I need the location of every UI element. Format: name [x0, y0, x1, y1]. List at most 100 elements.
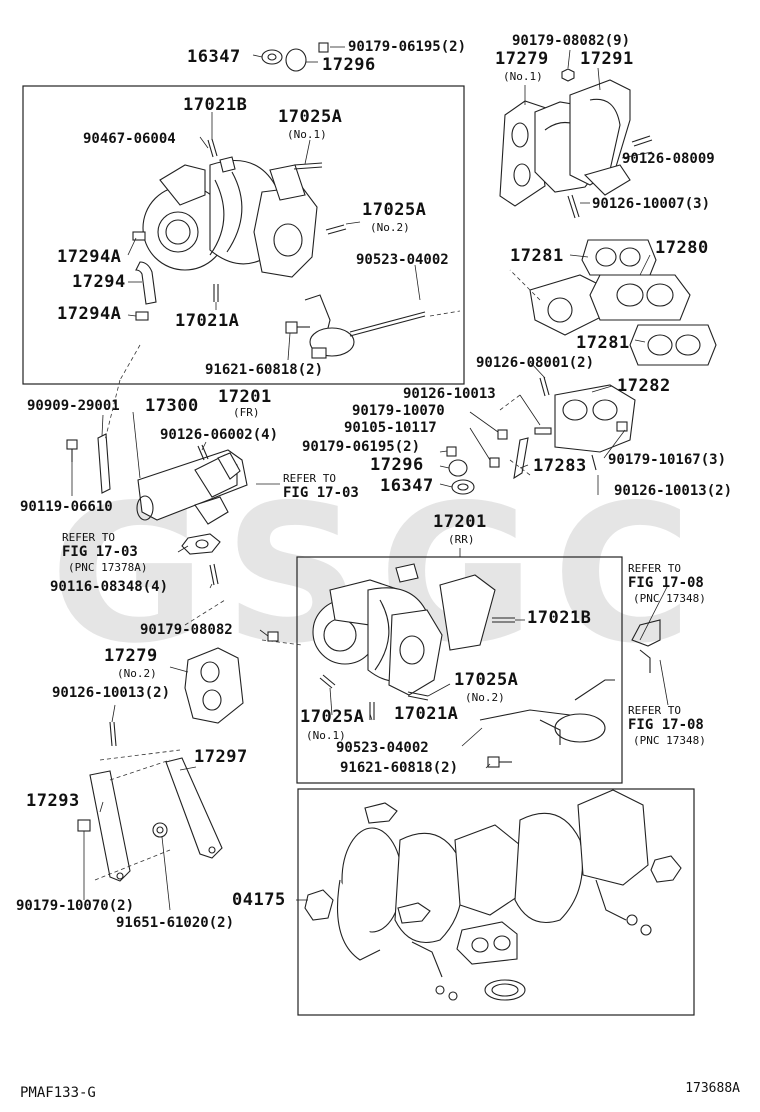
label-91651-61020-2: 91651-61020(2) [116, 915, 234, 931]
ref-17-03-b-pnc: (PNC 17378A) [68, 561, 147, 574]
ref-17-08-a-pnc: (PNC 17348) [633, 592, 706, 605]
label-90179-06195-top: 90179-06195(2) [348, 39, 466, 55]
actuator-fr [304, 294, 426, 359]
stud-17025a-no2-fr [325, 224, 347, 235]
label-90119-06610: 90119-06610 [20, 499, 113, 515]
actuator-rr [479, 679, 615, 768]
gasket-ref-17378a [181, 533, 221, 555]
label-90523-04002-fr: 90523-04002 [356, 252, 449, 268]
gasket-17281-a [581, 239, 657, 276]
stud-17021a-fr [213, 284, 219, 302]
bolt-90179-10070-l [77, 819, 91, 832]
label-90179-06195-mid: 90179-06195(2) [302, 439, 420, 455]
label-17025a-no2-fr-note: (No.2) [370, 221, 410, 234]
label-17293: 17293 [26, 791, 80, 811]
label-90126-10013-2-r: 90126-10013(2) [614, 483, 732, 499]
label-90179-08082-9: 90179-08082(9) [512, 33, 630, 49]
stud-17021a-rr [369, 702, 375, 720]
ref-bracket-17348-a [631, 619, 661, 673]
flange-17280 [529, 274, 691, 336]
label-90126-10013-2-l: 90126-10013(2) [52, 685, 170, 701]
label-91621-60818-fr: 91621-60818(2) [205, 362, 323, 378]
label-17296-top: 17296 [322, 55, 376, 75]
kit-frame [297, 788, 695, 1016]
label-17291: 17291 [580, 49, 634, 69]
leader-lines [71, 46, 669, 911]
label-17294a-2: 17294A [57, 304, 121, 324]
exhaust-pipe-17291 [499, 79, 631, 207]
stud-17025a-no1-fr [293, 162, 323, 170]
label-17294: 17294 [72, 272, 126, 292]
label-90909-29001: 90909-29001 [27, 398, 120, 414]
label-17025a-no2-fr: 17025A [362, 200, 426, 220]
label-17300: 17300 [145, 396, 199, 416]
dash-guides [104, 269, 541, 646]
nut-90179-06195-top [318, 42, 329, 53]
label-17279-b: 17279 [104, 646, 158, 666]
label-90126-08009: 90126-08009 [622, 151, 715, 167]
label-90523-04002-rr: 90523-04002 [336, 740, 429, 756]
callout-labels: 16347 17296 90179-06195(2) 90179-08082(9… [16, 33, 732, 931]
gasket-16347-mid [451, 479, 475, 495]
lower-dash-guides [94, 749, 181, 881]
turbo-kit-04175 [304, 789, 682, 1001]
ring-17296-top [285, 48, 307, 72]
label-17025a-no2-rr-note: (No.2) [465, 691, 505, 704]
gasket-16347-top [261, 49, 283, 65]
label-17025a-no2-rr: 17025A [454, 670, 518, 690]
stud-17025a-no2-rr [407, 691, 429, 701]
label-90179-10070-2: 90179-10070(2) [16, 898, 134, 914]
ref-17-08-a-line1: REFER TO [628, 562, 681, 575]
label-17294a-1: 17294A [57, 247, 121, 267]
turbo-fr [142, 156, 318, 278]
label-17025a-no1-fr: 17025A [278, 107, 342, 127]
ref-17-03-a-line1: REFER TO [283, 472, 336, 485]
gasket-17281-b [629, 324, 717, 366]
label-90467-06004: 90467-06004 [83, 131, 176, 147]
label-17201-rr: 17201 [433, 512, 487, 532]
stud-90126-10013-l [109, 721, 117, 747]
footer-illustration-code: PMAF133-G [20, 1085, 96, 1101]
label-90116-08348-4: 90116-08348(4) [50, 579, 168, 595]
stud-90126-08001 [539, 376, 550, 397]
label-16347-mid: 16347 [380, 476, 434, 496]
label-16347-top: 16347 [187, 47, 241, 67]
label-17280: 17280 [655, 238, 709, 258]
ref-17-08-b-line1: REFER TO [628, 704, 681, 717]
stay-17293 [89, 770, 131, 882]
ref-17-08-a-line2: FIG 17-08 [628, 575, 704, 591]
stud-17021b-rr [492, 617, 515, 623]
label-04175: 04175 [232, 890, 286, 910]
label-90105-10117: 90105-10117 [344, 420, 437, 436]
label-17021b-fr: 17021B [183, 95, 247, 115]
label-90179-10070: 90179-10070 [352, 403, 445, 419]
label-17201-fr: 17201 [218, 387, 272, 407]
ref-17-03-a-line2: FIG 17-03 [283, 485, 359, 501]
bracket-90909-29001 [97, 433, 111, 494]
label-17279-a-note: (No.1) [503, 70, 543, 83]
label-17296-mid: 17296 [370, 455, 424, 475]
stud-17025a-no1-rr [319, 674, 336, 689]
label-17279-b-note: (No.2) [117, 667, 157, 680]
nut-90179-08082-top [561, 68, 575, 82]
stud-90126-10007 [567, 194, 580, 219]
label-90126-08001-2: 90126-08001(2) [476, 355, 594, 371]
ref-17-03-b-line2: FIG 17-03 [62, 544, 138, 560]
label-17025a-no1-fr-note: (No.1) [287, 128, 327, 141]
stud-90126-08009 [631, 135, 653, 147]
label-17282: 17282 [617, 376, 671, 396]
front-turbo-frame [22, 85, 465, 385]
label-17021a-rr: 17021A [394, 704, 458, 724]
nut-90179-08082-rr [267, 631, 279, 642]
stay-17297 [165, 757, 223, 859]
label-90126-10013: 90126-10013 [403, 386, 496, 402]
label-91621-60818-rr: 91621-60818(2) [340, 760, 458, 776]
label-17021b-rr: 17021B [527, 608, 591, 628]
label-17297: 17297 [194, 747, 248, 767]
bolt-90119-06610 [66, 439, 78, 462]
label-17021a-fr: 17021A [175, 311, 239, 331]
bolt-91651-61020 [152, 822, 168, 838]
label-90126-10007-3: 90126-10007(3) [592, 196, 710, 212]
ref-17-03-b-line1: REFER TO [62, 531, 115, 544]
